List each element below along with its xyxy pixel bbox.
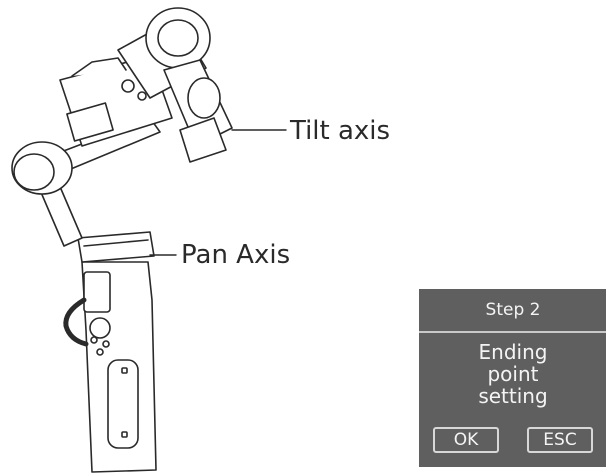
menu-buttons: OK ESC <box>433 427 593 453</box>
tilt-axis-label: Tilt axis <box>290 116 391 146</box>
ok-button[interactable]: OK <box>433 427 499 453</box>
menu-body-line: point <box>487 362 539 386</box>
menu-body-line: setting <box>478 384 548 408</box>
pan-motor <box>77 231 155 263</box>
menu-panel: Step 2 Ending point setting OK ESC <box>419 289 606 467</box>
esc-button[interactable]: ESC <box>527 427 593 453</box>
menu-body-line: Ending <box>478 340 548 364</box>
menu-header: Step 2 <box>419 289 606 333</box>
gimbal-illustration <box>11 7 287 473</box>
pan-axis-label: Pan Axis <box>181 240 291 270</box>
menu-body: Ending point setting <box>419 341 606 407</box>
